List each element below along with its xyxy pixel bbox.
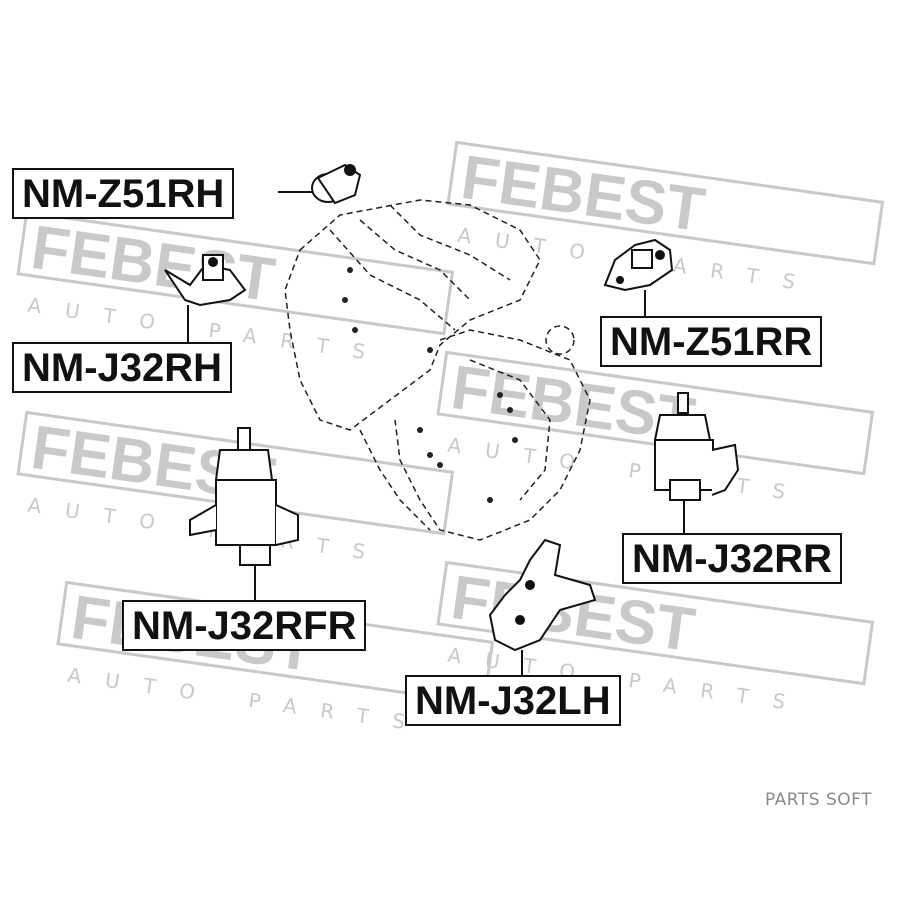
- mount-nm-j32rr-drawing: [653, 392, 740, 501]
- mount-nm-j32lh-drawing: [488, 538, 597, 652]
- part-label-nm-j32lh: NM-J32LH: [405, 675, 621, 726]
- part-label-nm-z51rh: NM-Z51RH: [12, 168, 235, 219]
- watermark-stamp: FEBEST AUTO PARTS: [436, 350, 875, 507]
- leader-lines: [187, 191, 685, 675]
- watermark-layer: FEBEST AUTO PARTS FEBEST AUTO PARTS FEBE…: [16, 140, 885, 737]
- mount-nm-j32rfr-drawing: [189, 427, 299, 566]
- mount-nm-z51rr-drawing: [603, 238, 674, 292]
- part-label-nm-j32rr: NM-J32RR: [622, 533, 843, 584]
- part-label-nm-z51rr: NM-Z51RR: [600, 316, 823, 367]
- watermark-stamp: FEBEST AUTO PARTS: [446, 140, 885, 297]
- footer-text: PARTS SOFT: [765, 790, 872, 810]
- mount-nm-j32rh-drawing: [164, 254, 247, 307]
- engine-bolts: [342, 267, 518, 503]
- mount-nm-z51rh-drawing: [311, 163, 362, 205]
- part-label-nm-j32rh: NM-J32RH: [12, 342, 233, 393]
- engine-outline: [284, 199, 591, 541]
- part-label-nm-j32rfr: NM-J32RFR: [122, 600, 367, 651]
